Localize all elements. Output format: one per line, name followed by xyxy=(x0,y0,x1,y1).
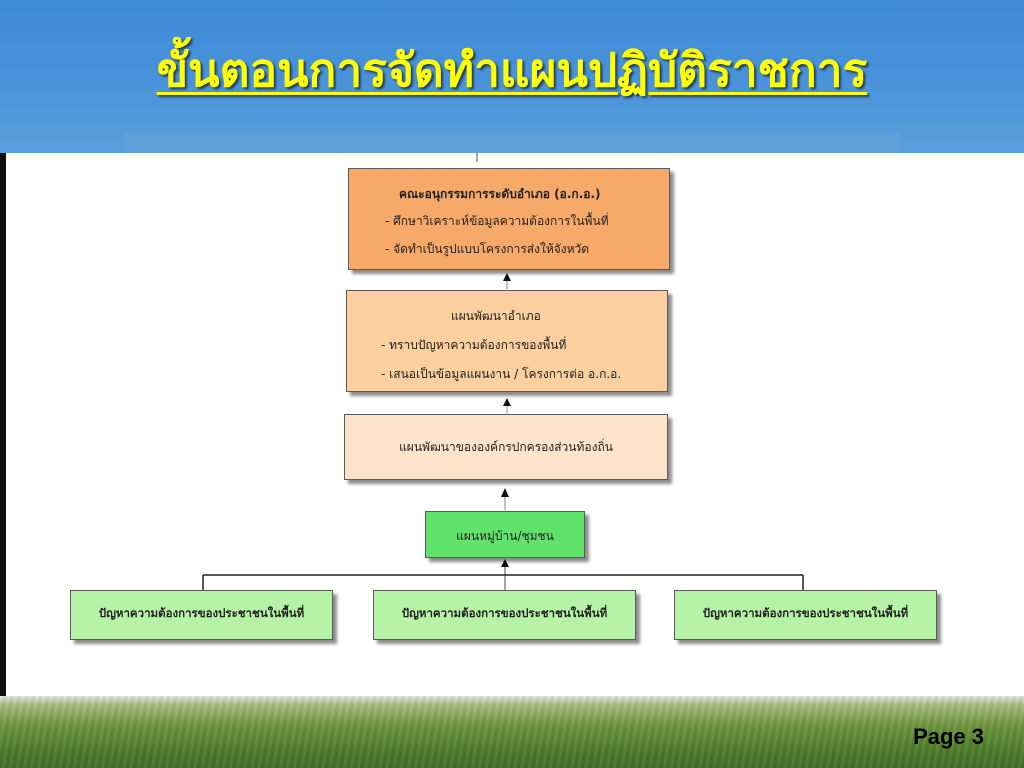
header-strip xyxy=(124,132,900,153)
arrow-head-to-local xyxy=(501,488,509,497)
village-plan-box: แผนหมู่บ้าน/ชุมชน xyxy=(425,511,585,558)
grass-footer xyxy=(0,696,1024,768)
committee-box-line: - จัดทำเป็นรูปแบบโครงการส่งให้จังหวัด xyxy=(385,242,590,256)
district-plan-box-line: - ทราบปัญหาความต้องการของพื้นที่ xyxy=(381,338,567,352)
committee-box: คณะอนุกรรมการระดับอำเภอ (อ.ก.อ.) - ศึกษา… xyxy=(348,168,670,270)
needs-box: ปัญหาความต้องการของประชาชนในพื้นที่ xyxy=(674,590,937,640)
needs-box-label: ปัญหาความต้องการของประชาชนในพื้นที่ xyxy=(98,606,305,620)
arrow-head-to-village xyxy=(501,559,509,567)
district-plan-box: แผนพัฒนาอำเภอ - ทราบปัญหาความต้องการของพ… xyxy=(346,290,668,392)
slide-header xyxy=(0,0,1024,153)
committee-box-line: - ศึกษาวิเคราะห์ข้อมูลความต้องการในพื้นท… xyxy=(385,214,609,228)
needs-box: ปัญหาความต้องการของประชาชนในพื้นที่ xyxy=(70,590,333,640)
village-plan-box-label: แผนหมู่บ้าน/ชุมชน xyxy=(456,529,554,543)
left-border-line xyxy=(0,153,6,697)
needs-box-label: ปัญหาความต้องการของประชาชนในพื้นที่ xyxy=(702,606,909,620)
committee-box-title: คณะอนุกรรมการระดับอำเภอ (อ.ก.อ.) xyxy=(399,187,601,201)
needs-box: ปัญหาความต้องการของประชาชนในพื้นที่ xyxy=(373,590,636,640)
page-number: Page 3 xyxy=(913,724,984,749)
arrow-head-to-district xyxy=(503,398,511,406)
local-plan-box-label: แผนพัฒนาขององค์กรปกครองส่วนท้องถิ่น xyxy=(399,440,613,454)
needs-box-label: ปัญหาความต้องการของประชาชนในพื้นที่ xyxy=(401,606,608,620)
slide-title: ขั้นตอนการจัดทำแผนปฏิบัติราชการ xyxy=(156,43,868,97)
arrow-head-to-committee xyxy=(503,273,511,281)
district-plan-box-line: - เสนอเป็นข้อมูลแผนงาน / โครงการต่อ อ.ก.… xyxy=(381,367,622,381)
grass-texture xyxy=(0,696,1024,768)
local-plan-box: แผนพัฒนาขององค์กรปกครองส่วนท้องถิ่น xyxy=(344,414,668,480)
district-plan-box-title: แผนพัฒนาอำเภอ xyxy=(451,309,541,323)
